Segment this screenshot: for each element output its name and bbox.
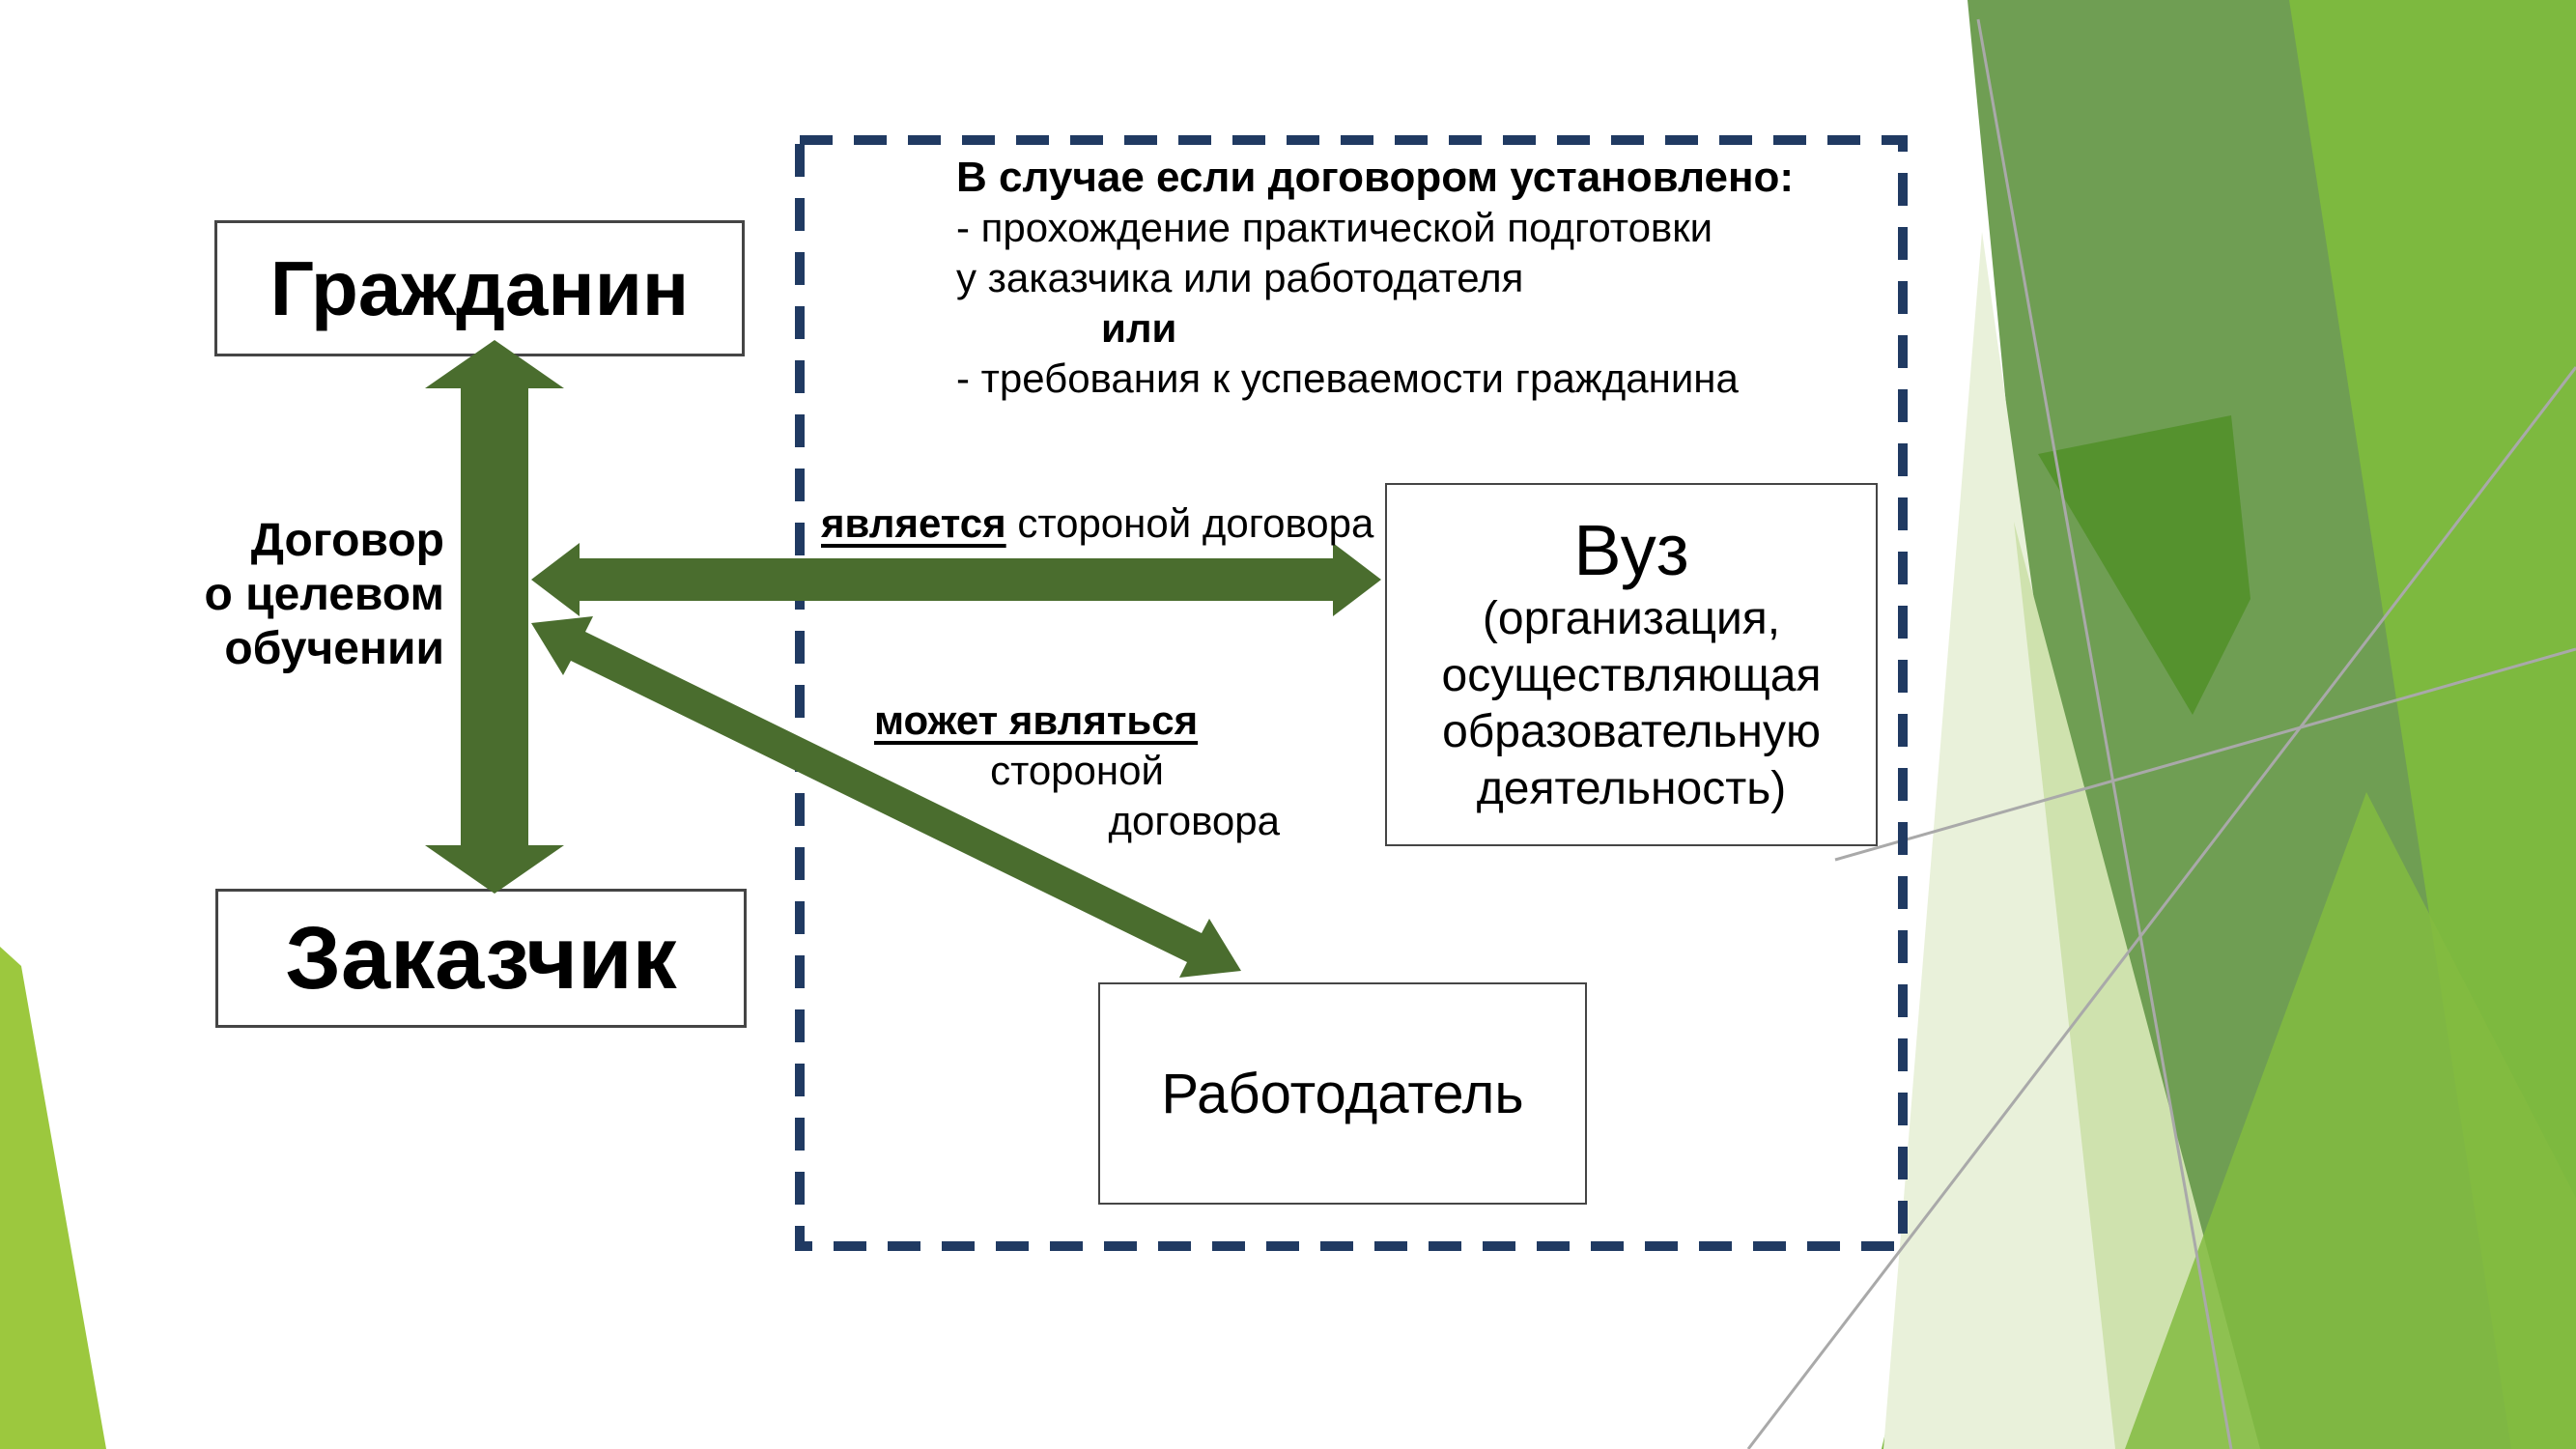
may-be-party-line3: договора bbox=[1108, 798, 1280, 843]
may-be-party-emphasis: может являться bbox=[874, 697, 1199, 743]
double-arrow-vertical-icon bbox=[425, 340, 564, 894]
is-party-rest: стороной договора bbox=[1005, 500, 1374, 546]
citizen-box: Гражданин bbox=[214, 220, 745, 356]
is-party-emphasis: является bbox=[821, 500, 1006, 546]
customer-box: Заказчик bbox=[215, 889, 747, 1028]
customer-label: Заказчик bbox=[285, 909, 677, 1008]
conditions-header: В случае если договором установлено: bbox=[956, 154, 1795, 201]
employer-box: Работодатель bbox=[1098, 982, 1587, 1205]
conditions-block: В случае если договором установлено: - п… bbox=[956, 153, 1794, 404]
contract-label: Договор о целевом обучении bbox=[135, 514, 444, 676]
contract-label-line1: Договор bbox=[250, 515, 444, 566]
employer-label: Работодатель bbox=[1161, 1062, 1524, 1125]
citizen-label: Гражданин bbox=[269, 244, 690, 331]
university-subtitle-1: (организация, bbox=[1482, 593, 1781, 645]
conditions-connector: или bbox=[1101, 305, 1177, 351]
may-be-party-line2: стороной bbox=[990, 748, 1164, 793]
may-be-party-label: может являться стороной договора bbox=[874, 696, 1280, 846]
contract-label-line3: обучении bbox=[224, 623, 444, 674]
university-title: Вуз bbox=[1573, 510, 1689, 591]
conditions-item1-line1: - прохождение практической подготовки bbox=[956, 205, 1713, 250]
university-subtitle-4: деятельность) bbox=[1476, 762, 1787, 814]
double-arrow-horizontal-icon bbox=[531, 543, 1381, 616]
university-subtitle-2: осуществляющая bbox=[1441, 649, 1822, 701]
university-box: Вуз (организация, осуществляющая образов… bbox=[1385, 483, 1878, 846]
university-subtitle-3: образовательную bbox=[1442, 706, 1821, 758]
is-party-label: является стороной договора bbox=[821, 500, 1373, 547]
conditions-item1-line2: у заказчика или работодателя bbox=[956, 255, 1524, 300]
contract-label-line2: о целевом bbox=[204, 569, 444, 620]
conditions-item2: - требования к успеваемости гражданина bbox=[956, 355, 1739, 401]
